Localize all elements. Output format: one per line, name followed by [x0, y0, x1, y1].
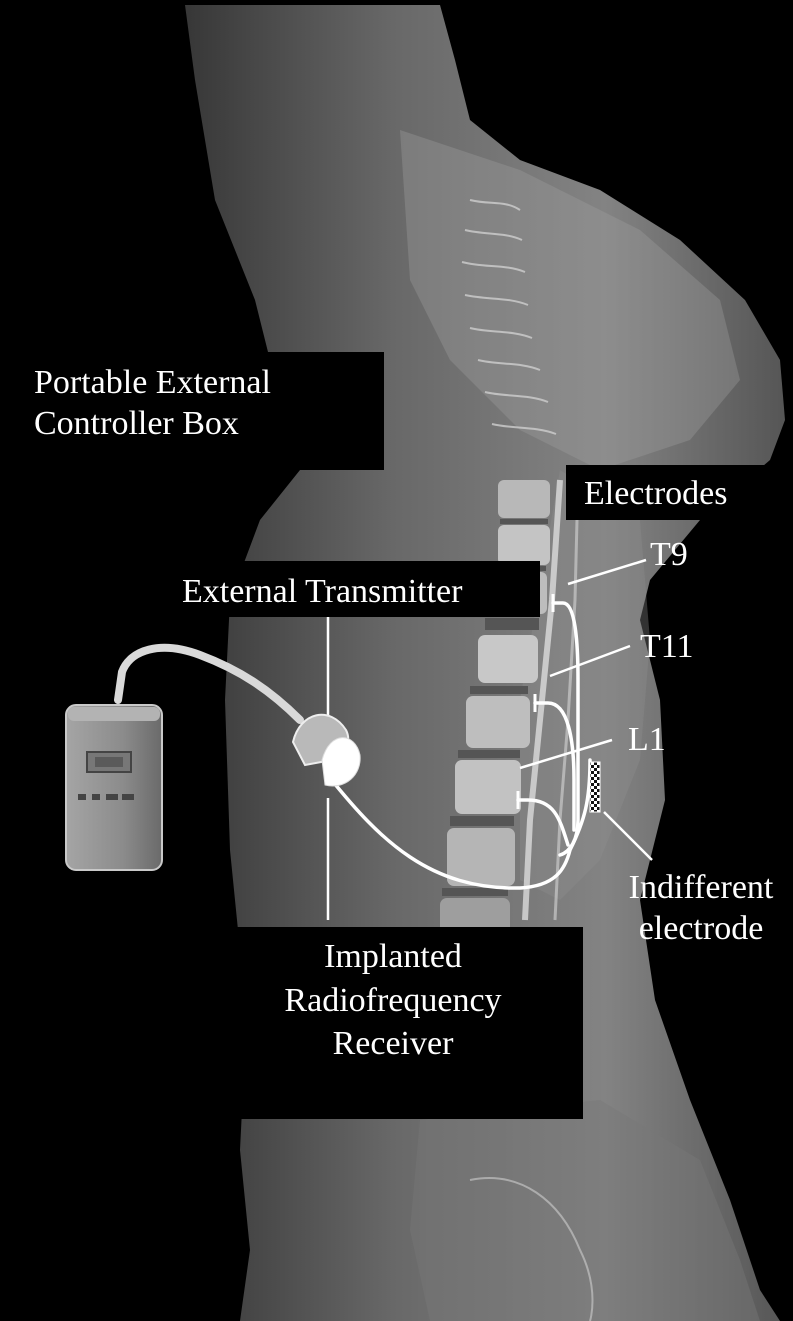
t9-label: T9 [650, 535, 688, 576]
indifferent-electrode [590, 762, 600, 812]
electrodes-label: Electrodes [566, 465, 788, 520]
controller-label: Portable External Controller Box [14, 352, 384, 470]
receiver-label-line2: Radiofrequency [203, 979, 583, 1023]
controller-label-line1: Portable External [34, 362, 384, 403]
receiver-label: Implanted Radiofrequency Receiver [203, 927, 583, 1119]
indifferent-electrode-label: Indifferent electrode [611, 868, 791, 950]
receiver-label-line1: Implanted [203, 935, 583, 979]
controller-label-line2: Controller Box [34, 403, 384, 444]
indifferent-label-line2: electrode [611, 909, 791, 950]
receiver-label-line3: Receiver [203, 1022, 583, 1066]
transmitter-label: External Transmitter [168, 561, 540, 617]
indifferent-label-line1: Indifferent [611, 868, 791, 909]
t11-label: T11 [640, 627, 694, 668]
controller-box [66, 705, 162, 870]
l1-label: L1 [628, 720, 666, 761]
transmitter-label-text: External Transmitter [182, 571, 540, 612]
electrodes-label-text: Electrodes [584, 473, 788, 514]
